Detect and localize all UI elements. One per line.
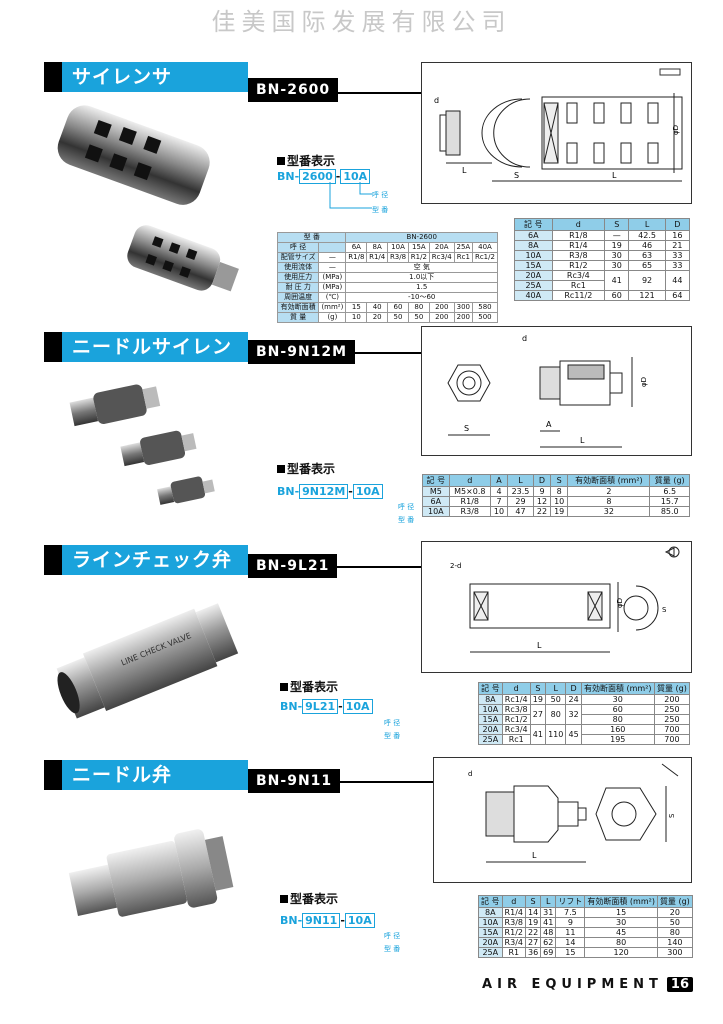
- model-label-yobi: 呼 径: [372, 191, 389, 199]
- dimension-drawing: 2-d L φD S: [421, 541, 692, 673]
- model-code: BN-2600-10A: [277, 169, 371, 184]
- page-number: 16: [666, 977, 693, 992]
- footer-text: AIR EQUIPMENT: [482, 977, 663, 992]
- section-rule: [330, 92, 422, 94]
- section-title: ラインチェック弁: [62, 545, 248, 575]
- section-code: BN-9N12M: [248, 340, 356, 364]
- dim-S-label: S: [514, 171, 519, 180]
- silencer-small-photo: [127, 225, 239, 292]
- dim-S-label: S: [662, 606, 667, 614]
- section-rule: [330, 566, 422, 568]
- section-title: ニードル弁: [62, 760, 248, 790]
- dim-S-label: S: [464, 424, 469, 433]
- symbol-icon: [659, 68, 681, 76]
- model-label-kata: 型 番: [384, 732, 401, 740]
- dim-D-label: φD: [616, 598, 624, 608]
- model-bracket: [329, 182, 372, 209]
- model-code: BN-9N11-10A: [280, 913, 375, 928]
- section-code: BN-9N11: [248, 769, 341, 793]
- section-title: サイレンサ: [62, 62, 248, 92]
- model-heading: 型番表示: [277, 152, 335, 169]
- watermark: 佳美国际发展有限公司: [211, 8, 512, 36]
- section-code: BN-9L21: [248, 554, 338, 578]
- dim-L-label: L: [537, 641, 542, 650]
- dim-L2-label: L: [612, 171, 617, 180]
- section-title: ニードルサイレンサ: [62, 332, 248, 388]
- dim-L-label: L: [580, 436, 585, 445]
- dimension-drawing: d S A L φD: [421, 326, 692, 456]
- model-label-kata: 型 番: [384, 945, 401, 953]
- section-marker: [44, 62, 62, 92]
- model-heading: 型番表示: [277, 460, 335, 477]
- section-marker: [44, 545, 62, 575]
- model-label-kata: 型 番: [398, 516, 415, 524]
- model-label-yobi: 呼 径: [384, 719, 401, 727]
- model-label-yobi: 呼 径: [398, 503, 415, 511]
- model-heading: 型番表示: [280, 678, 338, 695]
- section-rule: [345, 352, 422, 354]
- model-code: BN-9N12M-10A: [277, 484, 383, 499]
- line-check-valve-photo: LINE CHECK VALVE: [56, 603, 239, 719]
- model-code: BN-9L21-10A: [280, 699, 373, 714]
- section-marker: [44, 332, 62, 362]
- dim-D-label: φD: [640, 377, 648, 387]
- model-label-yobi: 呼 径: [384, 932, 401, 940]
- dim-S-label: S: [668, 813, 676, 818]
- model-label-kata: 型 番: [372, 206, 389, 214]
- needle-silencer-photo: [69, 384, 215, 505]
- silencer-photo: [57, 105, 210, 205]
- dimension-drawing: d L S: [433, 757, 692, 883]
- dim-2d-label: 2-d: [450, 562, 461, 570]
- section-code: BN-2600: [248, 78, 339, 102]
- model-heading: 型番表示: [280, 890, 338, 907]
- dim-D-label: φD: [672, 125, 680, 135]
- dim-d-label: d: [468, 770, 472, 778]
- dim-d-label: d: [434, 96, 439, 105]
- dimension-drawing: d L S L φD: [421, 62, 692, 204]
- dim-A-label: A: [546, 420, 552, 429]
- needle-symbol-icon: [661, 763, 679, 777]
- section-marker: [44, 760, 62, 790]
- dim-d-label: d: [522, 334, 527, 343]
- needle-valve-photo: [68, 829, 234, 917]
- dim-L-label: L: [462, 166, 467, 175]
- dim-L-label: L: [532, 851, 537, 860]
- section-rule: [330, 781, 434, 783]
